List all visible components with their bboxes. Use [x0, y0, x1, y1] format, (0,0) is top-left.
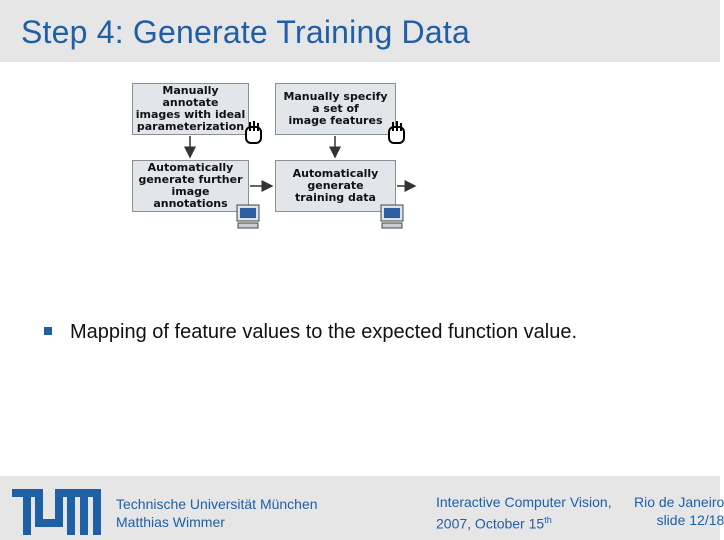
hand-icon [388, 121, 405, 144]
footer-institution-block: Technische Universität München Matthias … [116, 495, 318, 531]
title-bar: Step 4: Generate Training Data [0, 0, 720, 62]
footer-location-block: Rio de Janeiro slide 12/18 [634, 493, 724, 529]
slide-title: Step 4: Generate Training Data [21, 14, 470, 50]
computer-icon [236, 204, 260, 229]
bullet-text: Mapping of feature values to the expecte… [70, 321, 578, 343]
footer-date-main: 2007, October 15 [436, 515, 545, 532]
hand-icon [245, 121, 262, 144]
footer-course-block: Interactive Computer Vision, 2007, Octob… [436, 493, 612, 533]
tum-logo [12, 489, 101, 535]
bullet-item: Mapping of feature values to the expecte… [44, 321, 577, 344]
diagram-graphics [184, 121, 417, 229]
footer-institution: Technische Universität München [116, 496, 318, 512]
footer-date: 2007, October 15th [436, 511, 612, 533]
computer-icon [380, 204, 404, 229]
footer-date-suffix: th [544, 515, 552, 525]
bullet-marker [44, 326, 52, 335]
step-box-annotate: Manually annotate images with ideal para… [132, 83, 249, 135]
step-box-specify-features: Manually specify a set of image features [275, 83, 396, 135]
footer-location: Rio de Janeiro [634, 494, 724, 510]
workflow-diagram: Manually annotate images with ideal para… [0, 0, 720, 260]
footer-bar [0, 476, 720, 540]
step-box-generate-training-data: Automatically generate training data [275, 160, 396, 212]
step-box-generate-annotations: Automatically generate further image ann… [132, 160, 249, 212]
footer-author: Matthias Wimmer [116, 514, 225, 530]
footer-slide-number: slide 12/18 [656, 512, 724, 528]
footer-course: Interactive Computer Vision, [436, 494, 612, 510]
